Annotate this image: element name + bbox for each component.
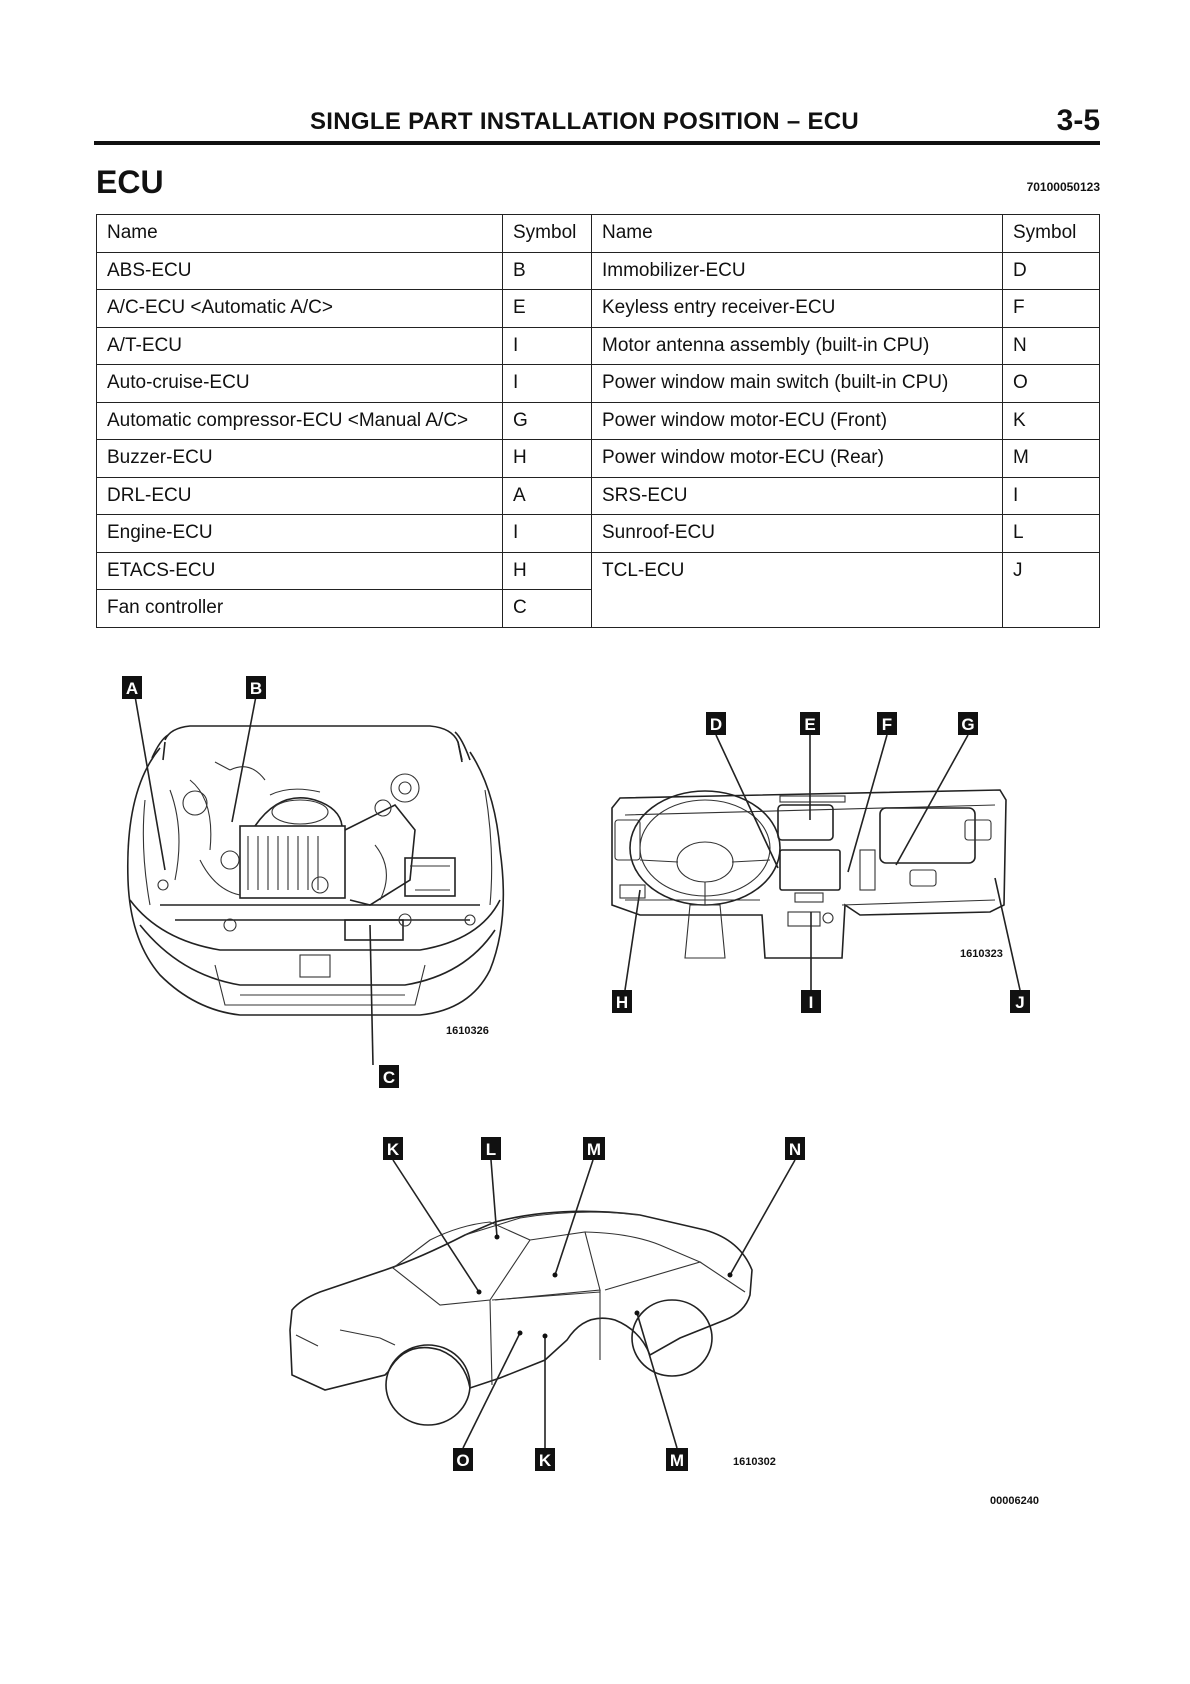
callout-label: G xyxy=(961,715,974,734)
callout-label: H xyxy=(616,993,628,1012)
callout-label: N xyxy=(789,1140,801,1159)
figure-code: 1610302 xyxy=(733,1456,776,1468)
callout-label: A xyxy=(126,679,138,698)
table-row: Fan controller C xyxy=(96,589,1100,628)
table-row: ETACS-ECU H TCL-ECU J xyxy=(96,551,1100,628)
section-code: 70100050123 xyxy=(1026,180,1100,194)
callout-label: I xyxy=(809,993,814,1012)
callout-C xyxy=(379,1065,399,1088)
callout-label: J xyxy=(1015,993,1024,1012)
table-row: Automatic compressor-ECU <Manual A/C> G … xyxy=(96,401,1100,440)
callout-J xyxy=(1010,990,1030,1013)
table-header-row: Name Symbol Name Symbol xyxy=(96,214,1100,253)
callout-M xyxy=(583,1137,605,1160)
cell-name: Power window motor-ECU (Rear) xyxy=(591,439,1003,478)
cell-symbol: B xyxy=(502,251,592,290)
table-row: Auto-cruise-ECU I Power window main swit… xyxy=(96,364,1100,403)
callout-H xyxy=(612,990,632,1013)
cell-name: Fan controller xyxy=(96,589,503,628)
cell-name: Automatic compressor-ECU <Manual A/C> xyxy=(96,401,503,440)
section-title: ECU xyxy=(96,164,164,200)
table-row: A/C-ECU <Automatic A/C> E Keyless entry … xyxy=(96,289,1100,328)
cell-name: Sunroof-ECU xyxy=(591,514,1003,553)
callout-label: F xyxy=(882,715,892,734)
cell-name: Auto-cruise-ECU xyxy=(96,364,503,403)
callout-A xyxy=(122,676,142,699)
table-row: DRL-ECU A SRS-ECU I xyxy=(96,476,1100,515)
callout-D xyxy=(706,712,726,735)
callout-B xyxy=(246,676,266,699)
callout-M xyxy=(666,1448,688,1471)
callout-label: D xyxy=(710,715,722,734)
table-row: ABS-ECU B Immobilizer-ECU D xyxy=(96,251,1100,290)
callout-label: B xyxy=(250,679,262,698)
callout-E xyxy=(800,712,820,735)
page-number: 3-5 xyxy=(1056,104,1100,137)
callout-label: K xyxy=(539,1451,552,1470)
cell-symbol: O xyxy=(1002,364,1100,403)
cell-symbol: I xyxy=(502,364,592,403)
header-rule xyxy=(94,141,1100,145)
cell-symbol: L xyxy=(1002,514,1100,553)
callout-label: K xyxy=(387,1140,400,1159)
ecu-table: Name Symbol Name Symbol ABS-ECU B Immobi… xyxy=(96,214,1100,628)
callout-label: C xyxy=(383,1068,395,1087)
cell-symbol: A xyxy=(502,476,592,515)
callout-I xyxy=(801,990,821,1013)
callout-label: E xyxy=(804,715,815,734)
header-symbol: Symbol xyxy=(1002,214,1100,253)
cell-symbol: H xyxy=(502,439,592,478)
car-illustration: K L M N O K M 1610302 xyxy=(289,1137,805,1471)
cell-name: A/T-ECU xyxy=(96,326,503,365)
cell-name: Keyless entry receiver-ECU xyxy=(591,289,1003,328)
cell-name: Engine-ECU xyxy=(96,514,503,553)
cell-symbol: C xyxy=(502,589,592,628)
engine-bay-illustration: A B C 1610326 xyxy=(122,676,505,1088)
cell-name: Power window motor-ECU (Front) xyxy=(591,401,1003,440)
cell-name: TCL-ECU xyxy=(591,551,1003,628)
cell-symbol: M xyxy=(1002,439,1100,478)
header-name: Name xyxy=(96,214,503,253)
callout-N xyxy=(785,1137,805,1160)
table-row: A/T-ECU I Motor antenna assembly (built-… xyxy=(96,326,1100,365)
cell-name: ABS-ECU xyxy=(96,251,503,290)
callout-O xyxy=(453,1448,473,1471)
figure-code: 1610326 xyxy=(446,1025,489,1037)
cell-symbol: I xyxy=(1002,476,1100,515)
callout-K xyxy=(383,1137,403,1160)
callout-label: M xyxy=(670,1451,684,1470)
header-name: Name xyxy=(591,214,1003,253)
cell-name: DRL-ECU xyxy=(96,476,503,515)
callout-K xyxy=(535,1448,555,1471)
dashboard-illustration: D E F G H I J 1610323 xyxy=(611,712,1030,1013)
callout-label: M xyxy=(587,1140,601,1159)
table-row: Engine-ECU I Sunroof-ECU L xyxy=(96,514,1100,553)
cell-symbol: E xyxy=(502,289,592,328)
cell-symbol: J xyxy=(1002,551,1100,628)
cell-symbol: F xyxy=(1002,289,1100,328)
callout-label: O xyxy=(456,1451,469,1470)
callout-F xyxy=(877,712,897,735)
callout-L xyxy=(481,1137,501,1160)
callout-label: L xyxy=(486,1140,496,1159)
cell-symbol: I xyxy=(502,326,592,365)
callout-G xyxy=(958,712,978,735)
figure-code: 1610323 xyxy=(960,948,1003,960)
table-row: Buzzer-ECU H Power window motor-ECU (Rea… xyxy=(96,439,1100,478)
cell-name: Buzzer-ECU xyxy=(96,439,503,478)
cell-name: Motor antenna assembly (built-in CPU) xyxy=(591,326,1003,365)
page-header-title: SINGLE PART INSTALLATION POSITION – ECU xyxy=(310,108,860,135)
footer-code: 00006240 xyxy=(990,1495,1039,1507)
